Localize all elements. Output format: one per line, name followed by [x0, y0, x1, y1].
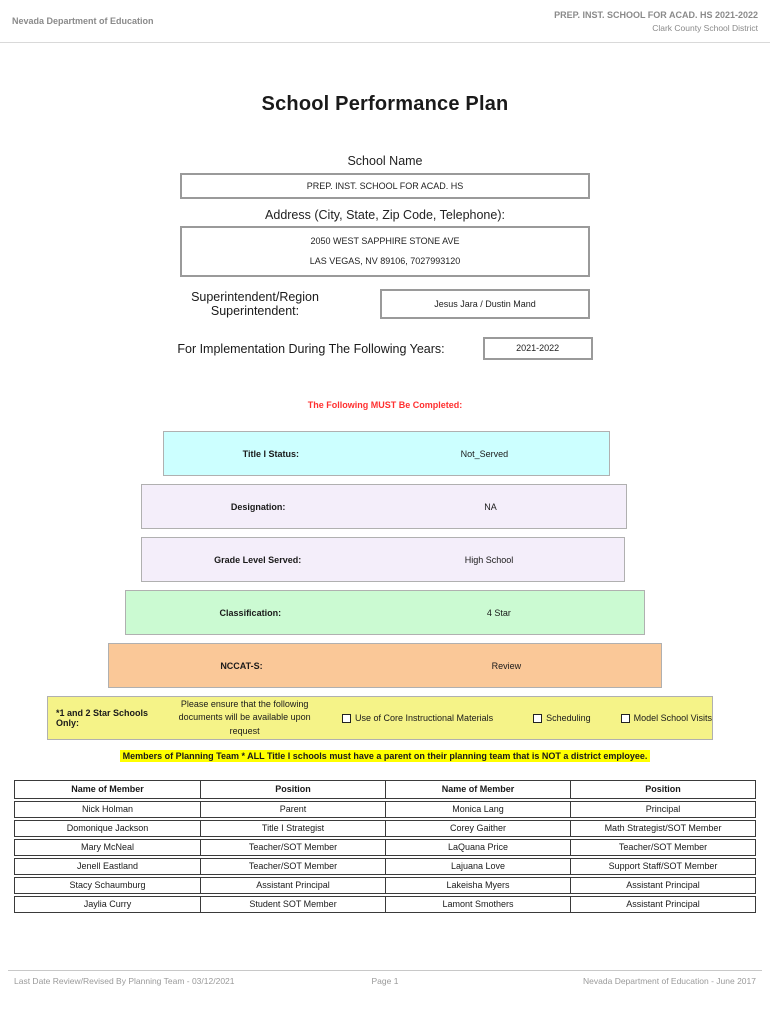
status-row-value[interactable]: 4 Star [486, 607, 511, 618]
footer-source: Nevada Department of Education - June 20… [583, 976, 756, 986]
planning-team-table: Name of Member Position Name of Member P… [14, 780, 756, 913]
page-footer: Last Date Review/Revised By Planning Tea… [8, 970, 762, 986]
status-row-value[interactable]: NA [484, 501, 497, 512]
table-cell: Teacher/SOT Member [570, 840, 755, 855]
table-cell: Teacher/SOT Member [200, 840, 385, 855]
table-header-row: Name of Member Position Name of Member P… [14, 780, 756, 799]
header-divider [0, 42, 770, 43]
table-cell: Title I Strategist [200, 821, 385, 836]
header-school-line: PREP. INST. SCHOOL FOR ACAD. HS 2021-202… [554, 10, 758, 20]
table-cell: Name of Member [385, 781, 570, 798]
star-schools-note: Please ensure that the following documen… [178, 698, 311, 736]
table-cell: Assistant Principal [570, 897, 755, 912]
table-cell: Principal [570, 802, 755, 817]
table-cell: Jaylia Curry [83, 899, 132, 909]
status-row: Title I Status: Not_Served [163, 431, 610, 476]
table-cell: Position [570, 781, 755, 798]
status-row-value[interactable]: High School [464, 554, 514, 565]
checkbox-icon[interactable] [620, 713, 630, 723]
superintendent-row: Superintendent/Region Superintendent: Je… [0, 289, 770, 319]
table-cell: Support Staff/SOT Member [570, 859, 755, 874]
footer-review-date: Last Date Review/Revised By Planning Tea… [14, 976, 235, 986]
page-title: School Performance Plan [261, 93, 509, 115]
table-cell: Jenell Eastland [76, 861, 139, 871]
status-row: Classification: 4 Star [125, 590, 645, 635]
implementation-years-field[interactable]: 2021-2022 [482, 337, 593, 360]
checkbox-label: Scheduling [546, 713, 591, 723]
address-label: Address (City, State, Zip Code, Telephon… [265, 208, 505, 222]
checkbox-icon[interactable] [342, 713, 352, 723]
table-cell: Stacy Schaumburg [69, 880, 146, 890]
table-cell: Assistant Principal [200, 878, 385, 893]
header-district-line: Clark County School District [652, 23, 758, 33]
table-cell: Name of Member [71, 784, 144, 794]
address-field[interactable]: 2050 WEST SAPPHIRE STONE AVE LAS VEGAS, … [180, 226, 590, 277]
table-cell: Corey Gaither [385, 821, 570, 836]
table-cell: LaQuana Price [385, 840, 570, 855]
table-cell: Lamont Smothers [385, 897, 570, 912]
document-checkbox-item[interactable]: Scheduling [533, 713, 591, 723]
status-row-label: Designation: [230, 501, 286, 512]
table-cell: Lakeisha Myers [385, 878, 570, 893]
address-line2: LAS VEGAS, NV 89106, 7027993120 [309, 256, 461, 266]
checkbox-icon[interactable] [533, 713, 543, 723]
table-row: Jenell Eastland Teacher/SOT Member Lajua… [14, 858, 756, 875]
document-checkbox-item[interactable]: Use of Core Instructional Materials [342, 713, 493, 723]
table-cell: Student SOT Member [200, 897, 385, 912]
table-cell: Position [200, 781, 385, 798]
star-schools-panel: *1 and 2 Star Schools Only: Please ensur… [47, 696, 713, 740]
status-row-value[interactable]: Review [491, 660, 522, 671]
status-row-label: Grade Level Served: [214, 554, 302, 565]
status-row-label: NCCAT-S: [220, 660, 263, 671]
table-cell: Nick Holman [81, 804, 133, 814]
document-checkbox-item[interactable]: Model School Visits [620, 713, 712, 723]
superintendent-label: Superintendent/Region Superintendent: [191, 290, 319, 318]
status-row: Designation: NA [141, 484, 627, 529]
address-line1: 2050 WEST SAPPHIRE STONE AVE [310, 236, 460, 246]
table-cell: Parent [200, 802, 385, 817]
checkbox-label: Use of Core Instructional Materials [355, 713, 494, 723]
table-row: Mary McNeal Teacher/SOT Member LaQuana P… [14, 839, 756, 856]
table-row: Domonique Jackson Title I Strategist Cor… [14, 820, 756, 837]
table-cell: Assistant Principal [570, 878, 755, 893]
table-cell: Mary McNeal [80, 842, 134, 852]
must-complete-notice: The Following MUST Be Completed: [307, 400, 463, 410]
table-cell: Monica Lang [385, 802, 570, 817]
table-cell: Math Strategist/SOT Member [570, 821, 755, 836]
page-header: Nevada Department of Education PREP. INS… [0, 10, 770, 33]
status-row: Grade Level Served: High School [141, 537, 625, 582]
table-cell: Teacher/SOT Member [200, 859, 385, 874]
footer-page-number: Page 1 [371, 976, 399, 986]
planning-team-notice: Members of Planning Team * ALL Title I s… [0, 750, 770, 762]
table-row: Stacy Schaumburg Assistant Principal Lak… [14, 877, 756, 894]
implementation-label: For Implementation During The Following … [177, 341, 445, 356]
implementation-row: For Implementation During The Following … [0, 337, 770, 360]
status-row-value[interactable]: Not_Served [460, 448, 509, 459]
table-cell: Lajuana Love [385, 859, 570, 874]
table-cell: Domonique Jackson [66, 823, 149, 833]
school-name-field[interactable]: PREP. INST. SCHOOL FOR ACAD. HS [180, 173, 590, 199]
header-left-text: Nevada Department of Education [12, 16, 154, 26]
status-row: NCCAT-S: Review [108, 643, 662, 688]
status-section: Title I Status: Not_Served Designation: … [0, 431, 770, 688]
status-row-label: Title I Status: [242, 448, 299, 459]
header-right-block: PREP. INST. SCHOOL FOR ACAD. HS 2021-202… [554, 10, 758, 33]
school-name-label: School Name [347, 154, 423, 168]
checkbox-label: Model School Visits [633, 713, 712, 723]
table-row: Nick Holman Parent Monica Lang Principal [14, 801, 756, 818]
superintendent-field[interactable]: Jesus Jara / Dustin Mand [380, 289, 590, 319]
table-row: Jaylia Curry Student SOT Member Lamont S… [14, 896, 756, 913]
planning-team-notice-text: Members of Planning Team * ALL Title I s… [119, 750, 651, 762]
star-schools-label: *1 and 2 Star Schools Only: [56, 708, 149, 728]
status-row-label: Classification: [219, 607, 282, 618]
